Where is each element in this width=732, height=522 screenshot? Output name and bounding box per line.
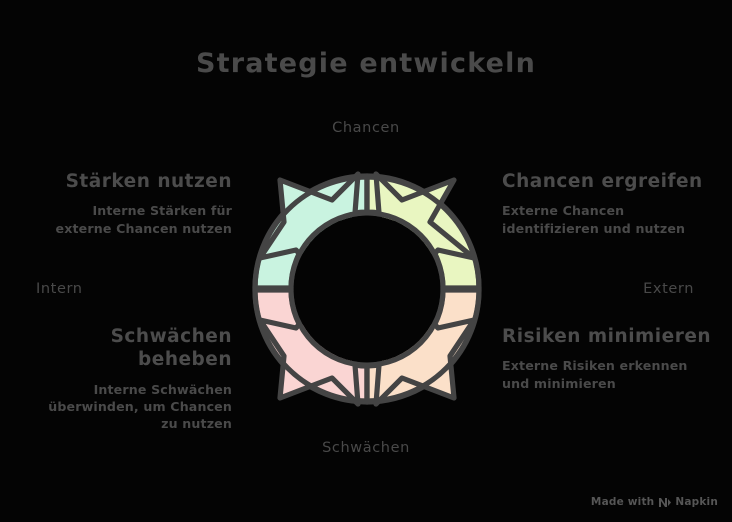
axis-label-internal: Intern — [36, 281, 83, 297]
watermark-brand: Napkin — [675, 496, 718, 508]
watermark-prefix: Made with — [590, 496, 655, 508]
axis-label-weaknesses: Schwächen — [322, 440, 410, 456]
axis-label-external: Extern — [643, 281, 694, 297]
watermark: Made with Napkin — [591, 496, 718, 508]
quadrant-title: Chancen ergreifen — [502, 171, 703, 192]
cycle-center-hole — [293, 215, 441, 363]
page-title: Strategie entwickeln — [195, 48, 537, 79]
quadrant-title: Risiken minimieren — [502, 326, 712, 347]
axis-label-opportunities: Chancen — [332, 120, 400, 136]
quadrant-title: Stärken nutzen — [65, 171, 232, 192]
cycle-diagram — [236, 156, 498, 422]
quadrant-risks-minimize[interactable]: Risiken minimieren Externe Risiken erken… — [502, 325, 732, 392]
napkin-logo-icon — [658, 497, 672, 508]
